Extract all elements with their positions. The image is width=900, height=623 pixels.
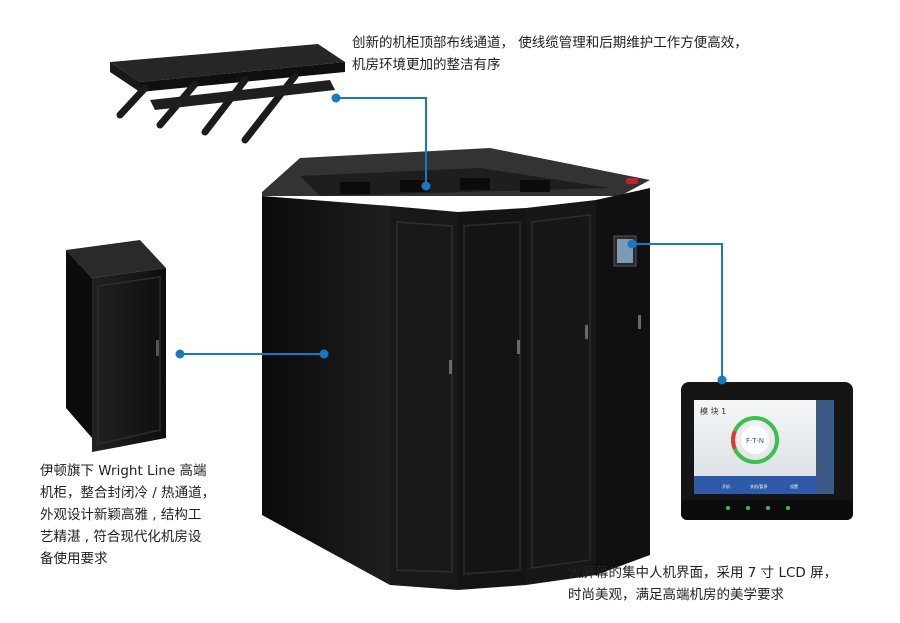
caption-line: 备使用要求 [40,551,108,567]
screen-button-stop: 关机/暂停 [750,483,767,489]
screen-header: 模 块 1 [700,406,726,416]
lcd-panel-image [681,382,853,520]
cable-tray-image [110,44,345,144]
caption-line: 创新的机柜顶部布线通道， 使线缆管理和后期维护工作方便高效， [352,35,748,51]
caption-cable-channel: 创新的机柜顶部布线通道， 使线缆管理和后期维护工作方便高效， 机房环境更加的整洁… [352,32,748,76]
caption-cabinet: 伊顿旗下 Wright Line 高端 机柜，整合封闭冷 / 热通道， 外观设计… [40,460,215,570]
caption-line: 大屏幕的集中人机界面，采用 7 寸 LCD 屏， [568,565,838,581]
caption-lcd: 大屏幕的集中人机界面，采用 7 寸 LCD 屏， 时尚美观，满足高端机房的美学要… [568,562,837,606]
caption-line: 艺精湛 , 符合现代化机房设 [40,529,202,545]
screen-logo: F·T·N [746,437,764,445]
caption-line: 时尚美观，满足高端机房的美学要求 [568,587,784,603]
caption-line: 外观设计新颖高雅 , 结构工 [40,507,202,523]
callout-lines [180,97,723,380]
callout-dots [175,93,727,385]
caption-line: 机房环境更加的整洁有序 [352,57,501,73]
cabinet-row-image [262,148,650,590]
caption-line: 机柜，整合封闭冷 / 热通道， [40,485,216,501]
screen-button-start: 开机 [722,483,730,489]
caption-line: 伊顿旗下 Wright Line 高端 [40,463,207,479]
screen-button-settings: 设置 [790,483,798,489]
rack-cabinet-image [66,240,166,452]
